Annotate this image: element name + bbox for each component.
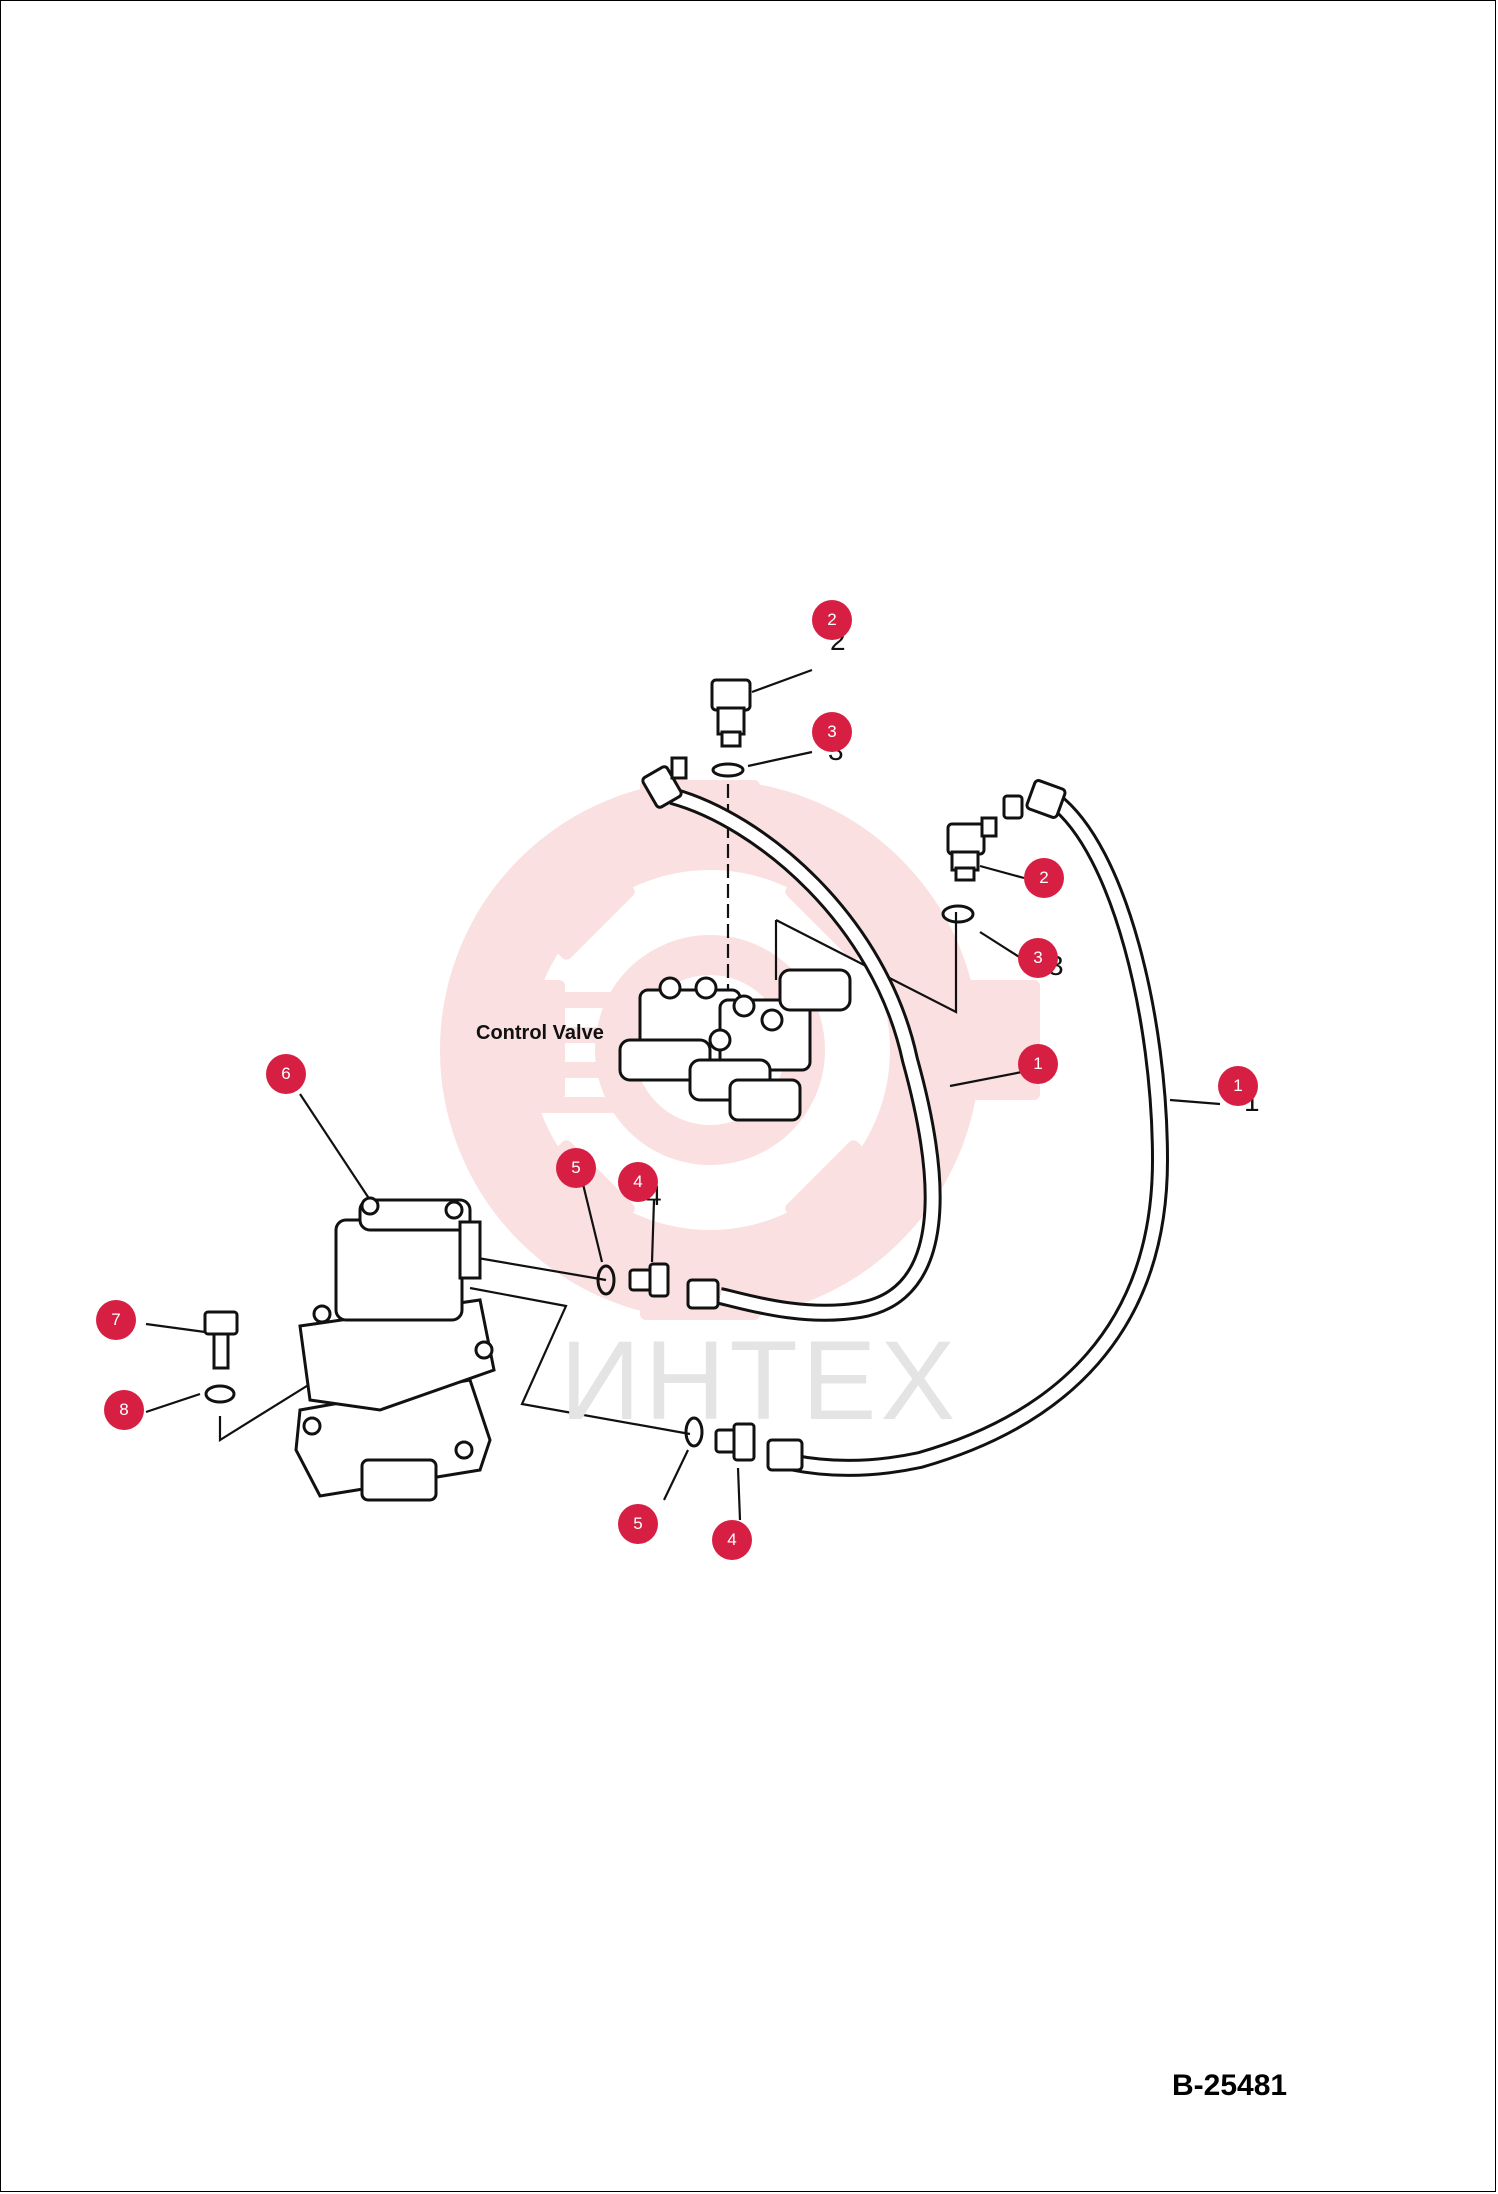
hose-1-left (669, 787, 942, 1322)
hose-end-upper-right (1002, 779, 1067, 820)
callout-badge[interactable]: 3 (1018, 938, 1058, 978)
callout-badge[interactable]: 1 (1218, 1066, 1258, 1106)
elbow-fitting-2-upper (710, 678, 752, 748)
callout-badge[interactable]: 1 (1018, 1044, 1058, 1084)
callout-badge[interactable]: 6 (266, 1054, 306, 1094)
adapter-4-lower (714, 1422, 804, 1472)
o-ring-5-lower (684, 1416, 704, 1448)
callout-badge[interactable]: 2 (1024, 858, 1064, 898)
washer-8-icon (204, 1384, 236, 1404)
drawing-number: B-25481 (1172, 2069, 1288, 2102)
control-valve-label: Control Valve (476, 1022, 604, 1044)
hydraulic-motor-icon (294, 1196, 496, 1502)
hose-1-right (788, 792, 1170, 1477)
callout-badge[interactable]: 3 (812, 712, 852, 752)
callout-badge[interactable]: 4 (712, 1520, 752, 1560)
bolt-7-icon (203, 1310, 239, 1370)
o-ring-3-right (941, 904, 975, 924)
watermark-text: ИНТЕХ (560, 1318, 960, 1443)
callout-badge[interactable]: 7 (96, 1300, 136, 1340)
callout-badge[interactable]: 4 (618, 1162, 658, 1202)
control-valve-icon (618, 968, 852, 1122)
adapter-4-upper (628, 1262, 720, 1310)
o-ring-3-upper (711, 762, 745, 778)
hose-end-upper-left (641, 756, 688, 809)
callout-badge[interactable]: 2 (812, 600, 852, 640)
callout-badge[interactable]: 8 (104, 1390, 144, 1430)
o-ring-5-upper (596, 1264, 616, 1296)
elbow-fitting-2-right (946, 816, 998, 882)
callout-badge[interactable]: 5 (618, 1504, 658, 1544)
callout-badge[interactable]: 5 (556, 1148, 596, 1188)
